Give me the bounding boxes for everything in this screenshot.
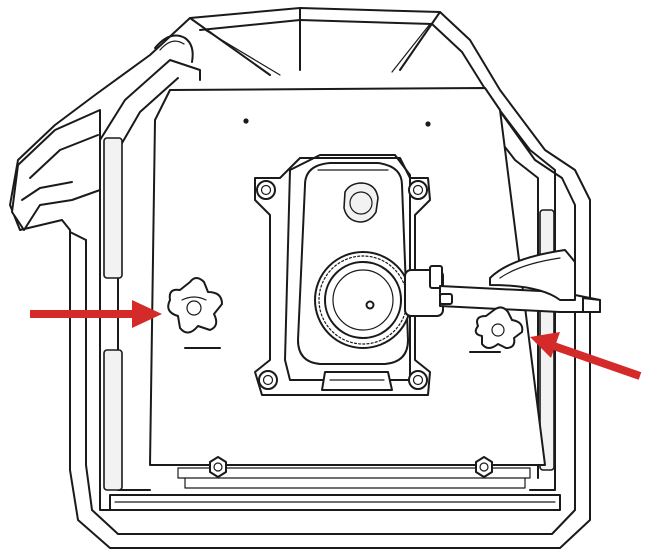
right-clamp-knob[interactable] xyxy=(469,306,524,353)
clamp-knob-icon xyxy=(474,306,524,349)
arrow-left-knob xyxy=(30,300,162,328)
hex-bolt-icon xyxy=(209,456,227,478)
adjustment-dial-icon xyxy=(314,251,412,349)
arrow-right-knob xyxy=(530,332,642,380)
left-clamp-knob[interactable] xyxy=(167,277,223,349)
hex-bolt-icon xyxy=(475,456,493,478)
shaft-assembly xyxy=(404,249,601,317)
clamp-knob-icon xyxy=(167,277,223,334)
